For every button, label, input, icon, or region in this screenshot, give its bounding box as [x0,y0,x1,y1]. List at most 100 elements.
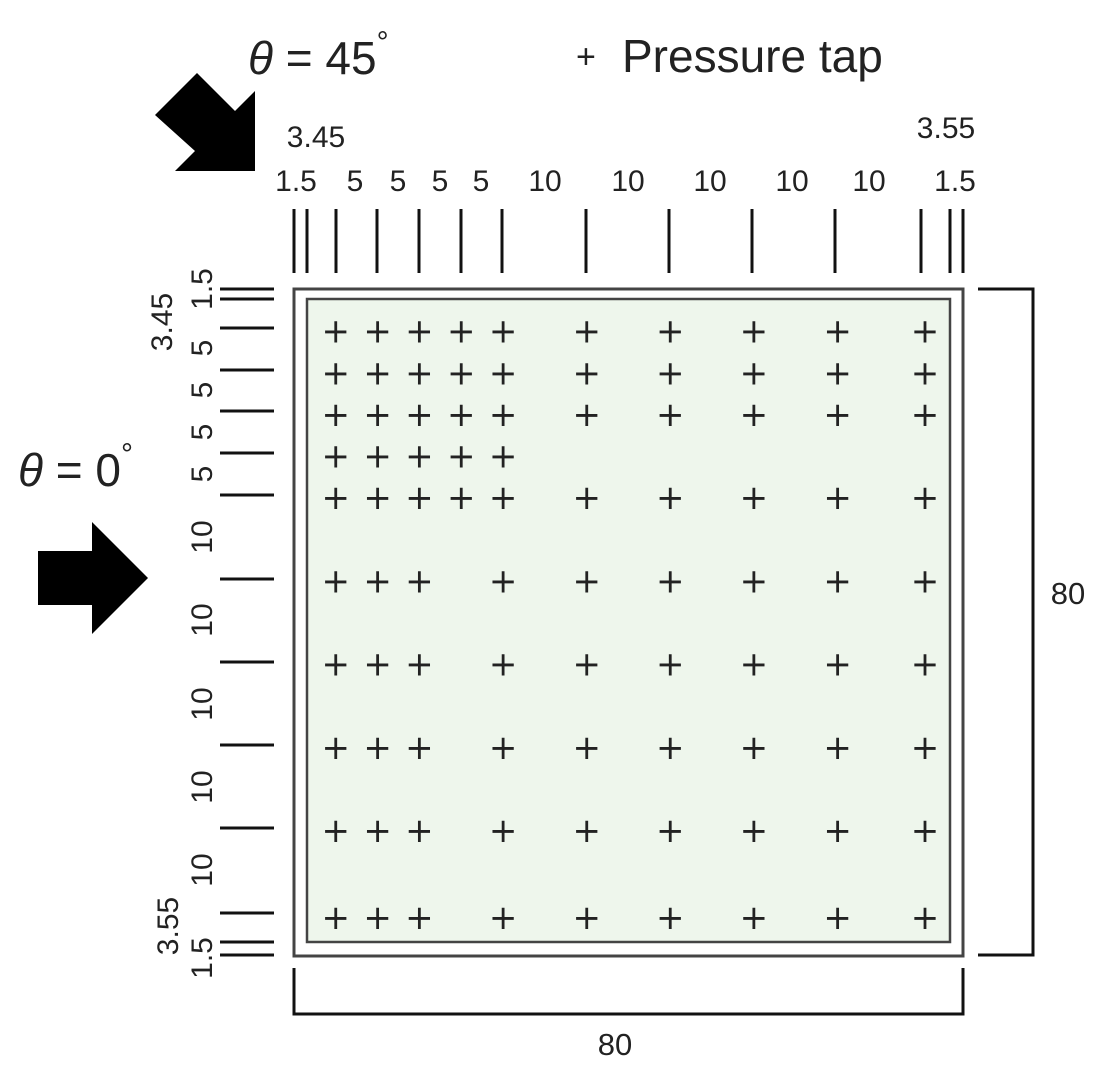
height-dimension: 80 [978,287,1085,957]
pressure-tap-marker: + [740,395,769,435]
pressure-tap-marker: + [823,353,852,393]
pressure-tap-marker: + [322,898,351,938]
pressure-tap-marker: + [572,728,601,768]
pressure-tap-marker: + [405,437,434,477]
pressure-tap-marker: + [911,645,940,685]
pressure-tap-marker: + [322,561,351,601]
pressure-tap-marker: + [363,478,392,518]
pressure-tap-marker: + [405,811,434,851]
width-dimension: 80 [292,968,965,1062]
left-spacing-label: 5 [186,466,219,483]
wind-arrow-0deg-icon [38,522,148,634]
pressure-tap-marker: + [322,353,351,393]
pressure-tap-marker: + [447,395,476,435]
top-spacing-labels: 3.45 3.55 1.5 5 5 5 5 10 10 10 10 10 1.5 [275,112,976,198]
pressure-tap-marker: + [489,312,518,352]
pressure-tap-marker: + [322,728,351,768]
top-spacing-label: 5 [473,165,490,198]
left-spacing-label: 5 [186,424,219,441]
top-spacing-label: 10 [611,165,644,198]
top-spacing-label: 1.5 [275,165,317,198]
pressure-tap-marker: + [405,312,434,352]
pressure-tap-marker: + [911,478,940,518]
left-spacing-labels: 3.45 3.55 1.5 5 5 5 5 10 10 10 10 10 1.5 [146,268,219,979]
angle-label-45: θ = 45° [248,26,389,84]
width-dimension-label: 80 [598,1027,632,1062]
pressure-tap-marker: + [656,811,685,851]
top-spacing-label: 5 [390,165,407,198]
legend-symbol: + [576,38,596,76]
pressure-tap-marker: + [911,312,940,352]
pressure-tap-marker: + [656,478,685,518]
left-spacing-label: 10 [186,603,219,636]
pressure-tap-marker: + [911,395,940,435]
pressure-tap-marker: + [322,478,351,518]
pressure-tap-marker: + [489,811,518,851]
pressure-tap-marker: + [572,395,601,435]
pressure-tap-marker: + [363,561,392,601]
pressure-tap-marker: + [823,395,852,435]
pressure-tap-marker: + [572,561,601,601]
pressure-tap-marker: + [363,811,392,851]
pressure-tap-marker: + [447,437,476,477]
pressure-tap-marker: + [322,437,351,477]
pressure-tap-marker: + [405,898,434,938]
pressure-tap-marker: + [656,561,685,601]
pressure-tap-marker: + [405,395,434,435]
pressure-tap-marker: + [572,312,601,352]
pressure-tap-marker: + [911,353,940,393]
pressure-tap-marker: + [363,728,392,768]
angle-label-0: θ = 0° [18,438,133,496]
top-spacing-label: 5 [347,165,364,198]
pressure-tap-marker: + [572,353,601,393]
top-extra-label-left: 3.45 [287,121,345,154]
top-spacing-label: 10 [775,165,808,198]
pressure-tap-marker: + [322,645,351,685]
pressure-tap-marker: + [447,353,476,393]
pressure-tap-marker: + [405,561,434,601]
pressure-tap-marker: + [656,395,685,435]
top-spacing-label: 10 [528,165,561,198]
pressure-tap-marker: + [489,437,518,477]
top-spacing-label: 10 [852,165,885,198]
left-tick-lines [220,287,274,957]
pressure-tap-marker: + [572,478,601,518]
left-extra-label-bottom: 3.55 [152,897,185,955]
pressure-tap-marker: + [740,645,769,685]
pressure-tap-marker: + [656,728,685,768]
top-extra-label-right: 3.55 [917,112,975,145]
pressure-tap-marker: + [823,898,852,938]
pressure-tap-marker: + [656,312,685,352]
pressure-tap-marker: + [489,353,518,393]
left-spacing-label: 10 [186,687,219,720]
pressure-tap-marker: + [740,561,769,601]
pressure-tap-marker: + [823,561,852,601]
height-dimension-label: 80 [1051,576,1085,611]
pressure-tap-marker: + [823,811,852,851]
pressure-tap-marker: + [447,312,476,352]
left-spacing-label: 1.5 [186,937,219,979]
pressure-tap-marker: + [405,478,434,518]
left-spacing-label: 1.5 [186,268,219,310]
pressure-tap-marker: + [322,395,351,435]
pressure-tap-marker: + [322,811,351,851]
pressure-taps: + + + + + + + + + + + + + + + + + + + + + + + + + + + + + + + + + + + + + + + +… [322,312,940,938]
pressure-tap-marker: + [363,312,392,352]
pressure-tap-marker: + [911,898,940,938]
pressure-tap-marker: + [572,645,601,685]
pressure-tap-marker: + [489,395,518,435]
wind-arrow-45deg-icon [155,73,255,171]
left-extra-label-top: 3.45 [146,293,179,351]
pressure-tap-marker: + [363,645,392,685]
pressure-tap-marker: + [823,645,852,685]
pressure-tap-marker: + [740,312,769,352]
pressure-tap-marker: + [656,645,685,685]
pressure-tap-marker: + [489,728,518,768]
pressure-tap-marker: + [447,478,476,518]
top-spacing-label: 5 [432,165,449,198]
pressure-tap-marker: + [363,395,392,435]
top-spacing-label: 1.5 [934,165,976,198]
pressure-tap-marker: + [823,312,852,352]
pressure-tap-marker: + [405,645,434,685]
